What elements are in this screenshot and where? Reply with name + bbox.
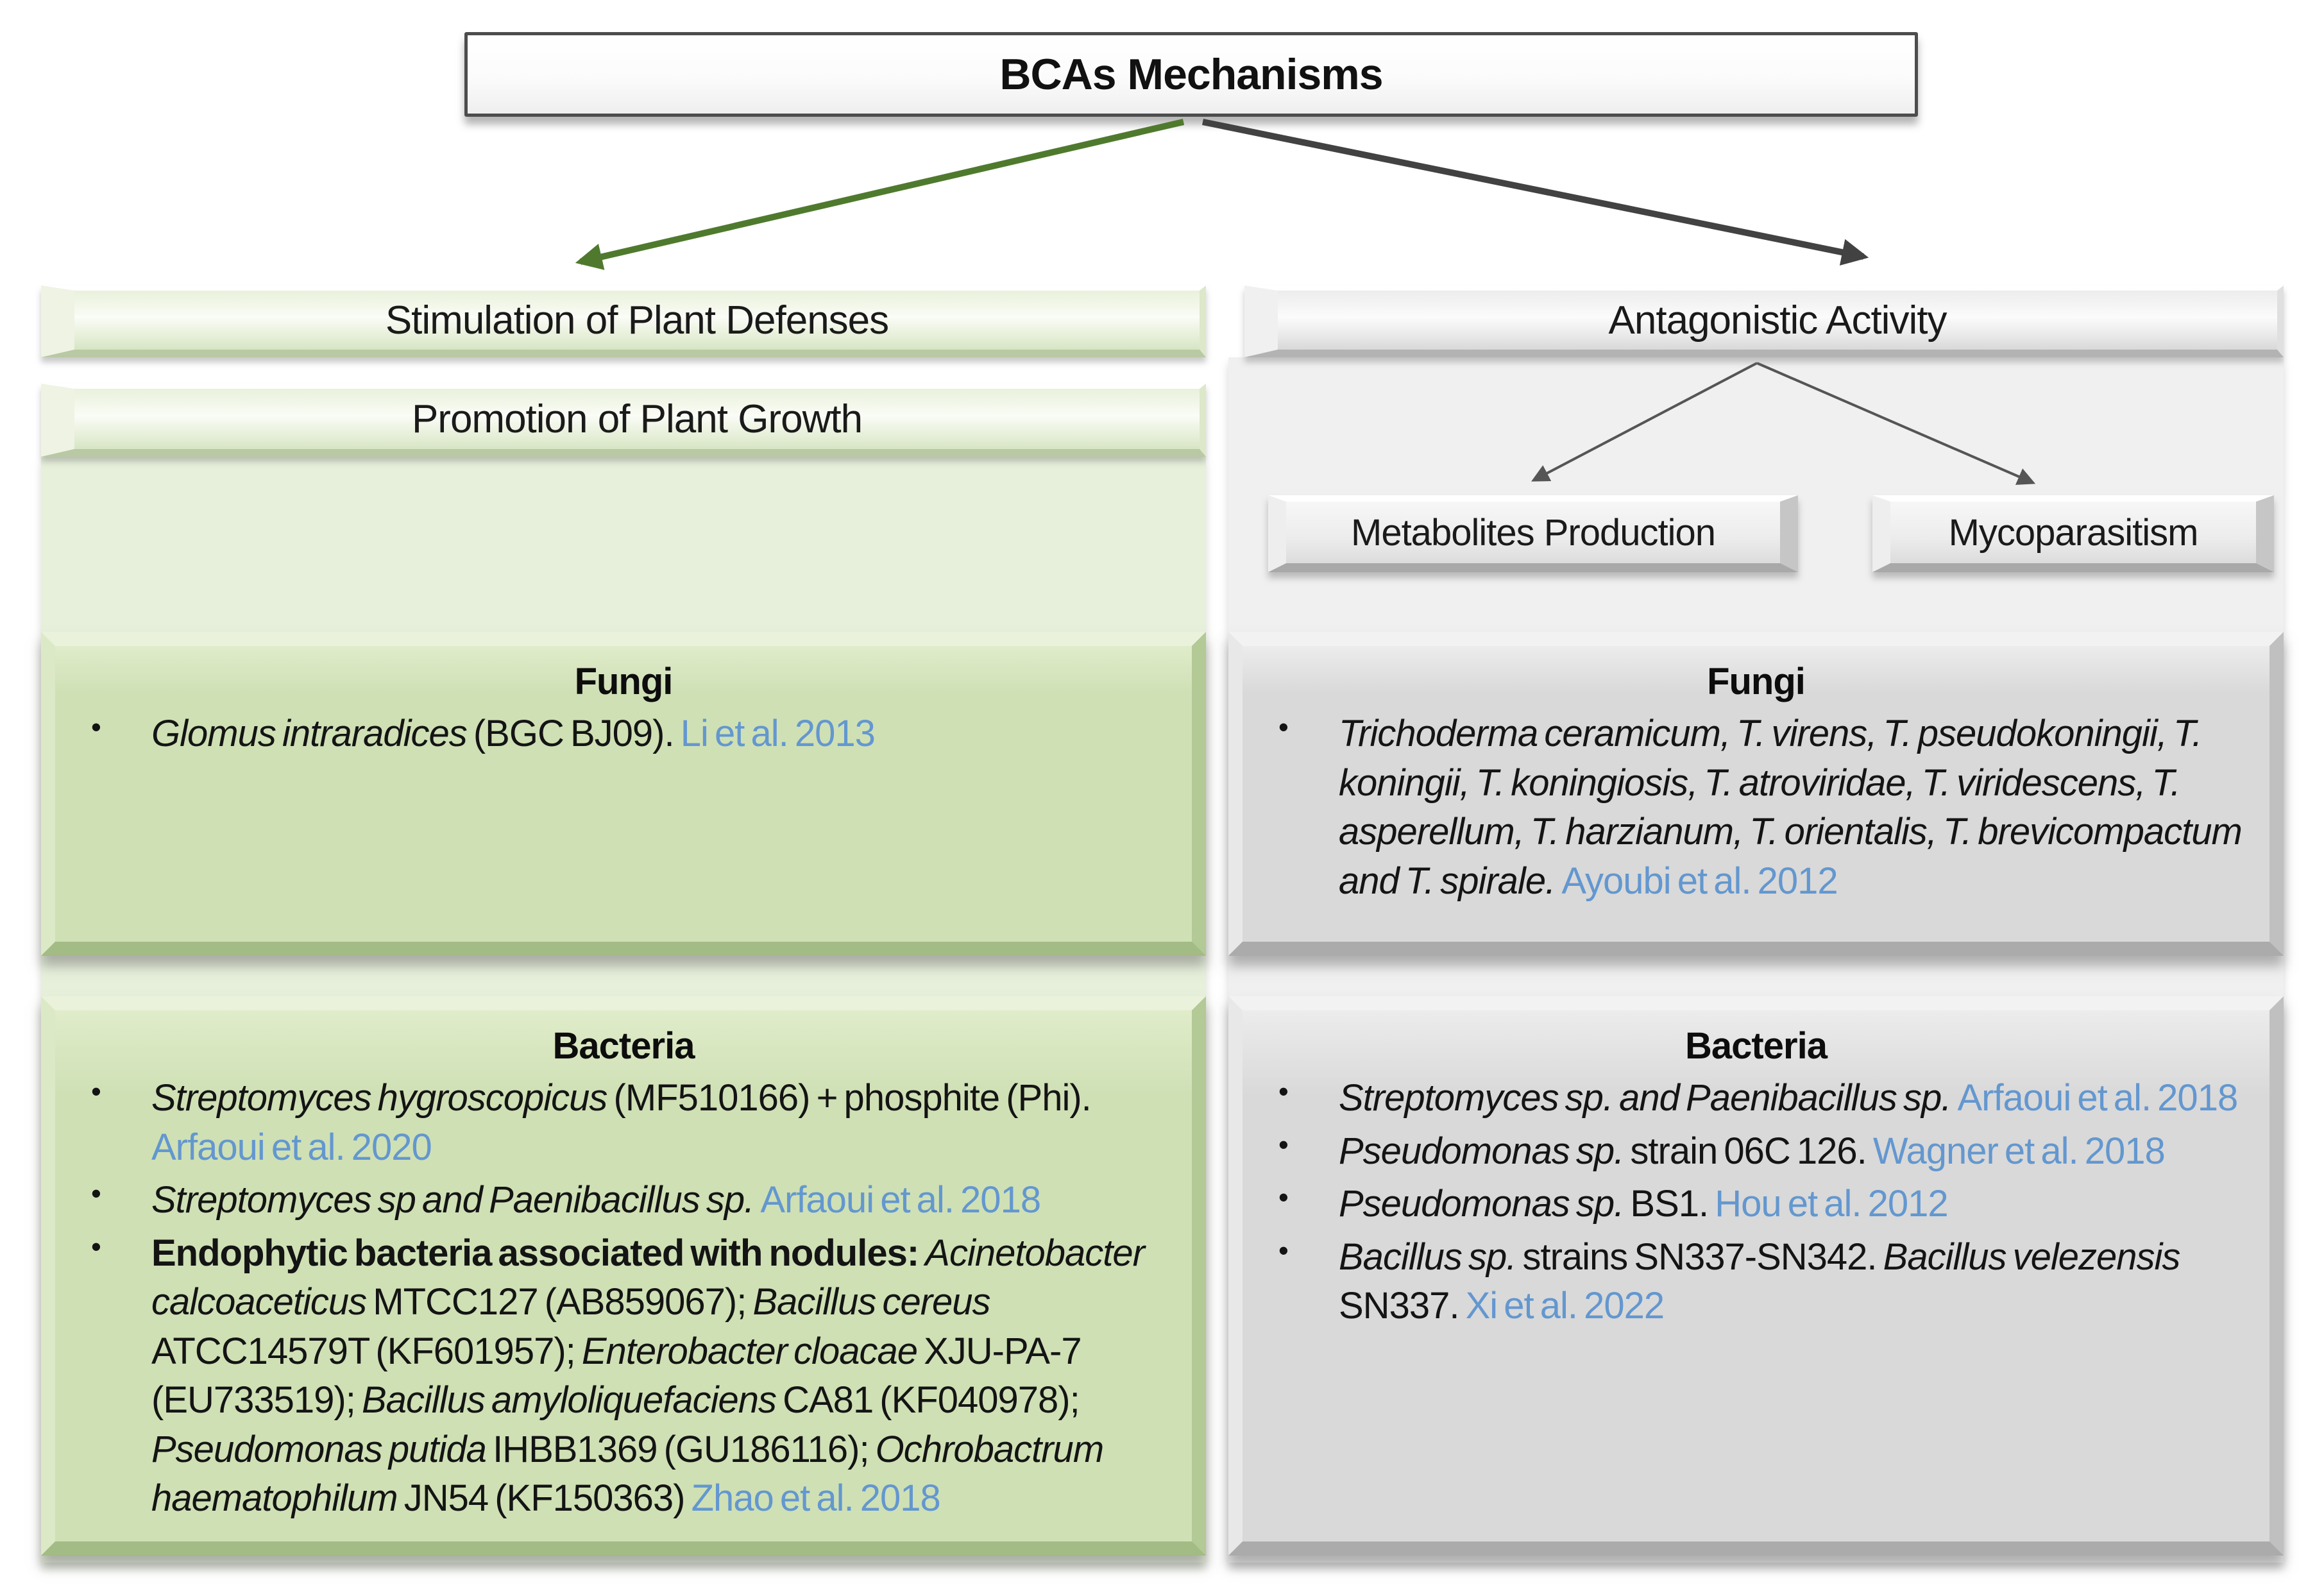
bullet-item: Streptomyces sp. and Paenibacillus sp. A… [1243,1073,2248,1123]
bullet-item: Streptomyces hygroscopicus (MF510166) + … [55,1073,1170,1172]
left-header-stimulation-label: Stimulation of Plant Defenses [385,298,889,343]
right-fungi-title: Fungi [1707,661,1806,702]
bullet-item: Endophytic bacteria associated with nodu… [55,1228,1170,1524]
text-segment-cite: Wagner et al. 2018 [1872,1130,2166,1172]
bullet-item: Trichoderma ceramicum, T. virens, T. pse… [1243,708,2248,906]
text-segment-i: Streptomyces sp and Paenibacillus sp. [151,1179,761,1221]
right-fungi-bullet-list: Trichoderma ceramicum, T. virens, T. pse… [1243,708,2269,906]
right-bacteria-bullet-list: Streptomyces sp. and Paenibacillus sp. A… [1243,1073,2269,1331]
text-segment-i: Bacillus velezensis [1883,1235,2181,1278]
text-segment-n: strains SN337-SN342. [1522,1235,1883,1278]
bullet-item: Glomus intraradices (BGC BJ09). Li et al… [55,708,1170,759]
branch-arrow-right-gray [1202,119,1869,266]
mycoparasitism-label: Mycoparasitism [1948,511,2199,554]
page-title: BCAs Mechanisms [999,50,1383,99]
text-segment-n: (BGC BJ09). [473,713,681,754]
text-segment-n: CA81 (KF040978); [783,1379,1080,1422]
left-header-promotion-label: Promotion of Plant Growth [411,396,863,441]
title-box: BCAs Mechanisms [464,32,1918,117]
text-segment-cite: Zhao et al. 2018 [691,1477,941,1520]
text-segment-n: IHBB1369 (GU186116); [493,1428,876,1470]
bullet-item: Streptomyces sp and Paenibacillus sp. Ar… [55,1175,1170,1225]
left-bacteria-box: Bacteria Streptomyces hygroscopicus (MF5… [41,996,1206,1556]
right-bacteria-title: Bacteria [1685,1025,1828,1067]
text-segment-n: strain 06C 126. [1630,1130,1873,1172]
text-segment-n: (MF510166) + phosphite (Phi). [613,1077,1092,1119]
text-segment-i: Acinetobacter calcoaceticus [151,1232,1145,1323]
left-bacteria-bullet-list: Streptomyces hygroscopicus (MF510166) + … [55,1073,1192,1524]
right-header-antagonistic: Antagonistic Activity [1244,285,2284,357]
branch-arrow-left-green [575,119,1185,270]
metabolites-production-box: Metabolites Production [1268,495,1798,572]
text-segment-i: Ochrobactrum haematophilum [151,1428,1104,1520]
text-segment-i: Trichoderma ceramicum, T. virens, T. pse… [1339,713,2243,902]
text-segment-i: Bacillus sp. [1339,1235,1523,1278]
text-segment-i: Bacillus cereus [752,1281,990,1323]
text-segment-cite: Arfaoui et al. 2020 [151,1126,432,1168]
text-segment-b: Endophytic bacteria associated with nodu… [151,1232,926,1274]
text-segment-n: MTCC127 (AB859067); [373,1281,753,1323]
text-segment-n: XJU-PA-7 (EU733519); [151,1330,1082,1422]
left-bacteria-title: Bacteria [552,1025,695,1067]
text-segment-cite: Hou et al. 2012 [1715,1183,1948,1225]
text-segment-i: Streptomyces hygroscopicus [151,1077,614,1119]
bullet-item: Pseudomonas sp. BS1. Hou et al. 2012 [1243,1178,2248,1229]
text-segment-i: Pseudomonas sp. [1339,1183,1631,1225]
right-bacteria-box: Bacteria Streptomyces sp. and Paenibacil… [1228,996,2284,1556]
text-segment-cite: Ayoubi et al. 2012 [1561,860,1838,902]
left-fungi-box: Fungi Glomus intraradices (BGC BJ09). Li… [41,632,1206,956]
text-segment-i: Streptomyces sp. and Paenibacillus sp. [1339,1077,1958,1119]
text-segment-i: Bacillus amyloliquefaciens [361,1379,783,1422]
text-segment-i: Enterobacter cloacae [581,1330,924,1372]
text-segment-cite: Xi et al. 2022 [1465,1285,1665,1327]
left-header-stimulation: Stimulation of Plant Defenses [41,285,1206,357]
text-segment-n: BS1. [1630,1183,1715,1225]
right-header-antagonistic-label: Antagonistic Activity [1608,298,1947,343]
text-segment-n: ATCC14579T (KF601957); [151,1330,582,1372]
text-segment-i: Glomus intraradices [151,713,473,754]
bullet-item: Pseudomonas sp. strain 06C 126. Wagner e… [1243,1126,2248,1176]
mycoparasitism-box: Mycoparasitism [1872,495,2274,572]
left-fungi-bullet-list: Glomus intraradices (BGC BJ09). Li et al… [55,708,1192,759]
metabolites-production-label: Metabolites Production [1351,511,1716,554]
bullet-item: Bacillus sp. strains SN337-SN342. Bacill… [1243,1232,2248,1331]
text-segment-n: SN337. [1339,1285,1466,1327]
text-segment-n: JN54 (KF150363) [403,1477,691,1520]
text-segment-cite: Li et al. 2013 [680,713,876,754]
text-segment-i: Pseudomonas sp. [1339,1130,1631,1172]
left-header-promotion: Promotion of Plant Growth [41,384,1206,457]
text-segment-cite: Arfaoui et al. 2018 [760,1179,1041,1221]
text-segment-cite: Arfaoui et al. 2018 [1957,1077,2238,1119]
text-segment-i: Pseudomonas putida [151,1428,493,1470]
right-fungi-box: Fungi Trichoderma ceramicum, T. virens, … [1228,632,2284,956]
left-fungi-title: Fungi [574,661,674,702]
